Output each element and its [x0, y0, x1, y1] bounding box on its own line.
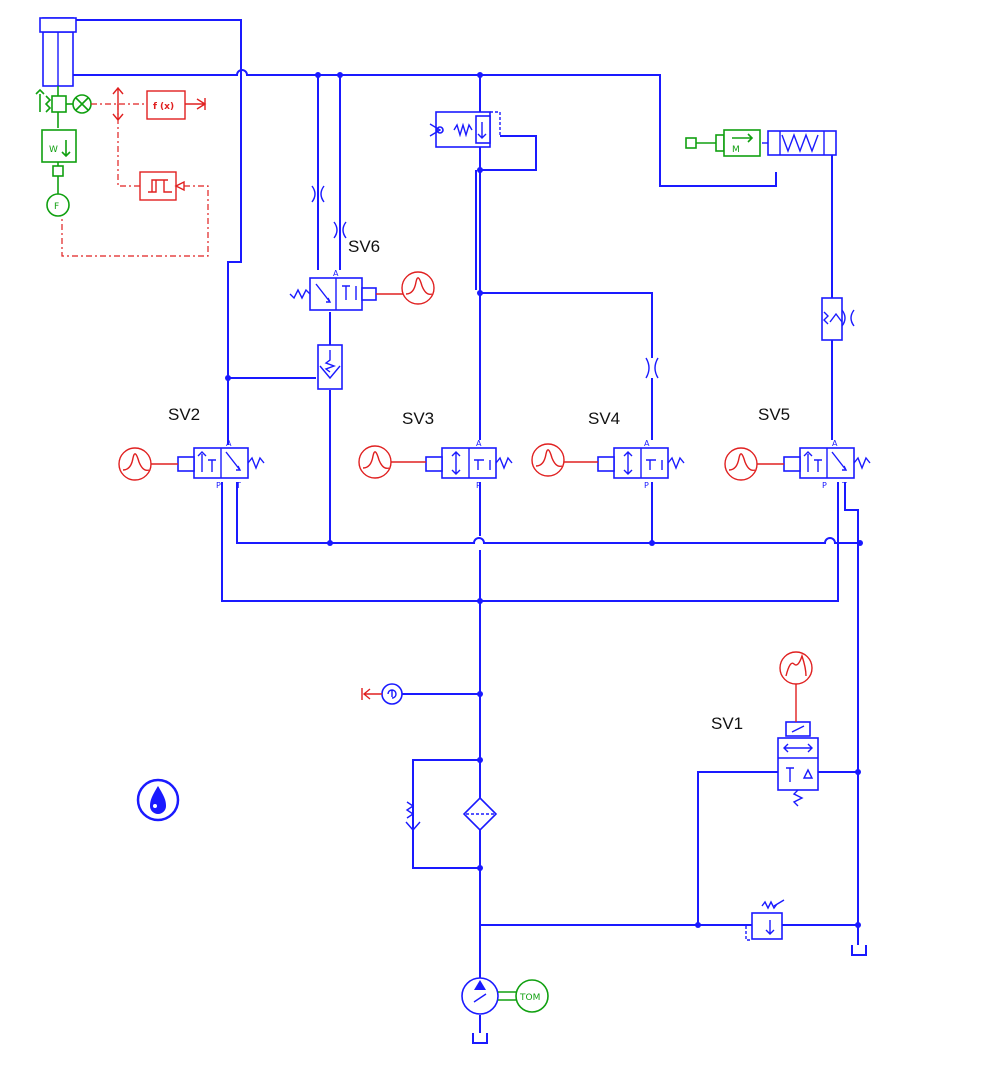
sv5-label: SV5 — [758, 405, 790, 424]
sv5-signal-source[interactable] — [724, 447, 784, 481]
sv1-valve[interactable]: SV1 — [711, 714, 819, 807]
sv6-signal-source[interactable] — [376, 271, 435, 305]
function-block[interactable] — [146, 90, 186, 120]
horizontal-cylinder[interactable] — [762, 130, 837, 156]
sv4-port-p: P — [644, 481, 649, 490]
function-label: f (x) — [153, 102, 174, 112]
sv2-port-a: A — [226, 439, 232, 448]
force-label: F — [54, 202, 59, 212]
sv3-signal-source[interactable] — [358, 445, 426, 479]
sv2-signal-source[interactable] — [118, 447, 178, 481]
sv2-valve[interactable]: A P T SV2 — [168, 405, 265, 490]
sv2-label: SV2 — [168, 405, 200, 424]
force-source-icon[interactable] — [46, 193, 70, 217]
hysteresis-block[interactable] — [139, 171, 177, 201]
sv3-port-p: P — [476, 481, 481, 490]
orifice-icon — [311, 185, 325, 203]
vertical-cylinder[interactable] — [39, 17, 77, 87]
sv5-flow-control[interactable] — [821, 297, 855, 341]
sv5-port-a: A — [832, 439, 838, 448]
filter-element[interactable] — [462, 796, 498, 832]
sv4-signal-source[interactable] — [531, 443, 598, 477]
sv3-label: SV3 — [402, 409, 434, 428]
pressure-sensor[interactable] — [361, 683, 403, 705]
mechanical-chain: W F — [35, 86, 92, 217]
prime-mover-label: TOM — [519, 993, 540, 1003]
sv3-port-a: A — [476, 439, 482, 448]
motor-label: M — [732, 145, 740, 155]
junction-dots — [225, 72, 863, 928]
sv4-valve[interactable]: A P SV4 — [588, 409, 685, 490]
mass-block[interactable] — [41, 129, 77, 163]
sv2-port-t: T — [235, 481, 241, 490]
signal-chain: f (x) — [61, 86, 209, 257]
sv4-label: SV4 — [588, 409, 620, 428]
sv5-port-t: T — [841, 481, 847, 490]
sv5-valve[interactable]: A P T SV5 — [758, 405, 871, 490]
hydraulic-pump[interactable] — [461, 977, 499, 1015]
sv5-port-p: P — [822, 481, 827, 490]
hydraulic-lines — [70, 19, 867, 1044]
bypass-check-valve — [405, 801, 421, 832]
sv3-valve[interactable]: A P SV3 — [402, 409, 513, 490]
sv6-valve[interactable]: A SV6 — [289, 185, 380, 390]
pressure-relief-valve[interactable] — [745, 899, 785, 941]
sv4-orifice — [645, 357, 659, 379]
sv6-port-a: A — [333, 269, 339, 278]
orifice-icon — [333, 221, 347, 239]
mass-label: W — [49, 145, 58, 155]
sv1-signal-source[interactable] — [779, 651, 813, 722]
prime-mover[interactable]: TOM — [498, 979, 549, 1013]
fluid-properties-icon[interactable] — [136, 778, 180, 822]
linear-motion-source[interactable]: M — [685, 129, 761, 157]
check-relief-valve[interactable] — [429, 111, 501, 148]
sv1-label: SV1 — [711, 714, 743, 733]
sv2-port-p: P — [216, 481, 221, 490]
sv4-port-a: A — [644, 439, 650, 448]
sv6-label: SV6 — [348, 237, 380, 256]
